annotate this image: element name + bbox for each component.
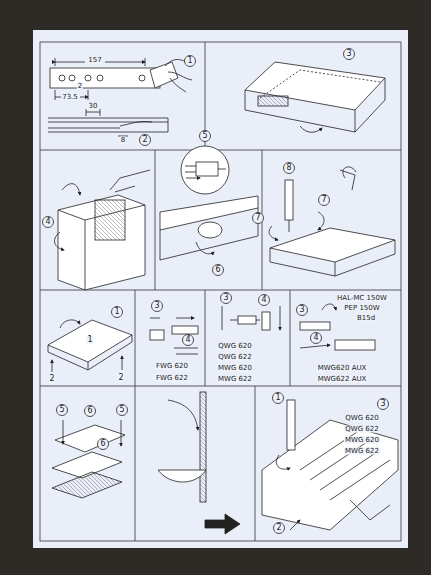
label: MWG 620 bbox=[344, 437, 380, 444]
label: 30 bbox=[88, 103, 99, 110]
callout-ring bbox=[183, 335, 194, 346]
label: MWG622 AUX bbox=[317, 376, 368, 383]
label: MWG 620 bbox=[217, 365, 253, 372]
label: FWG 622 bbox=[155, 375, 189, 382]
label: QWG 620 bbox=[217, 343, 252, 350]
label: 2 bbox=[117, 374, 124, 382]
callout-number: 4 bbox=[260, 296, 267, 304]
callout-number: 7 bbox=[320, 196, 327, 204]
callout-ring bbox=[221, 293, 232, 304]
callout-ring bbox=[274, 523, 285, 534]
callout-ring bbox=[311, 333, 322, 344]
callout-number: 1 bbox=[113, 308, 120, 316]
callout-number: 3 bbox=[153, 302, 160, 310]
callout-ring bbox=[57, 405, 68, 416]
callout-ring bbox=[98, 439, 109, 450]
label: FWG 620 bbox=[155, 363, 189, 370]
callout-ring bbox=[140, 135, 151, 146]
callout-ring bbox=[117, 405, 128, 416]
callout-number: 4 bbox=[312, 334, 319, 342]
label: QWG 622 bbox=[344, 426, 379, 433]
callout-number: 2 bbox=[275, 524, 282, 532]
label: MWG 622 bbox=[344, 448, 380, 455]
callout-ring bbox=[378, 399, 389, 410]
label: HAL-MC 150W bbox=[336, 295, 388, 302]
callout-ring bbox=[284, 163, 295, 174]
label: QWG 620 bbox=[344, 415, 379, 422]
callout-ring bbox=[152, 301, 163, 312]
callout-number: 5 bbox=[201, 132, 208, 140]
callout-ring bbox=[253, 213, 264, 224]
paper bbox=[33, 30, 408, 548]
callout-ring bbox=[200, 131, 211, 142]
callout-number: 8 bbox=[285, 164, 292, 172]
panel-drawings bbox=[48, 58, 398, 534]
callout-number: 3 bbox=[379, 400, 386, 408]
callout-number: 5 bbox=[118, 406, 125, 414]
label: MWG 622 bbox=[217, 376, 253, 383]
label: 2 bbox=[48, 375, 55, 383]
callout-number: 2 bbox=[141, 136, 148, 144]
callout-number: 7 bbox=[254, 214, 261, 222]
callout-ring bbox=[319, 195, 330, 206]
callout-number: 6 bbox=[86, 407, 93, 415]
callout-ring bbox=[213, 265, 224, 276]
callout-ring bbox=[273, 393, 284, 404]
label: 1 bbox=[86, 336, 93, 344]
callout-number: 3 bbox=[345, 50, 352, 58]
callout-number: 6 bbox=[99, 440, 106, 448]
label: B15d bbox=[356, 315, 376, 322]
callout-ring bbox=[185, 56, 196, 67]
callout-number: 1 bbox=[186, 57, 193, 65]
callout-ring bbox=[43, 217, 54, 228]
label: 8 bbox=[120, 137, 126, 144]
label: MWG620 AUX bbox=[317, 365, 368, 372]
callout-number: 1 bbox=[274, 394, 281, 402]
callout-ring bbox=[259, 295, 270, 306]
label: 157 bbox=[87, 57, 102, 64]
callout-number: 5 bbox=[58, 406, 65, 414]
callout-number: 3 bbox=[298, 306, 305, 314]
label: 73.5 bbox=[61, 94, 79, 101]
label: 2 bbox=[77, 83, 83, 90]
label: PEP 150W bbox=[343, 305, 380, 312]
callout-ring bbox=[85, 406, 96, 417]
panel-grid bbox=[40, 42, 401, 541]
callout-ring bbox=[112, 307, 123, 318]
label: QWG 622 bbox=[217, 354, 252, 361]
callout-ring bbox=[297, 305, 308, 316]
callout-number: 4 bbox=[44, 218, 51, 226]
callout-ring bbox=[344, 49, 355, 60]
callout-number: 3 bbox=[222, 294, 229, 302]
callout-number: 4 bbox=[184, 336, 191, 344]
callout-number: 6 bbox=[214, 266, 221, 274]
